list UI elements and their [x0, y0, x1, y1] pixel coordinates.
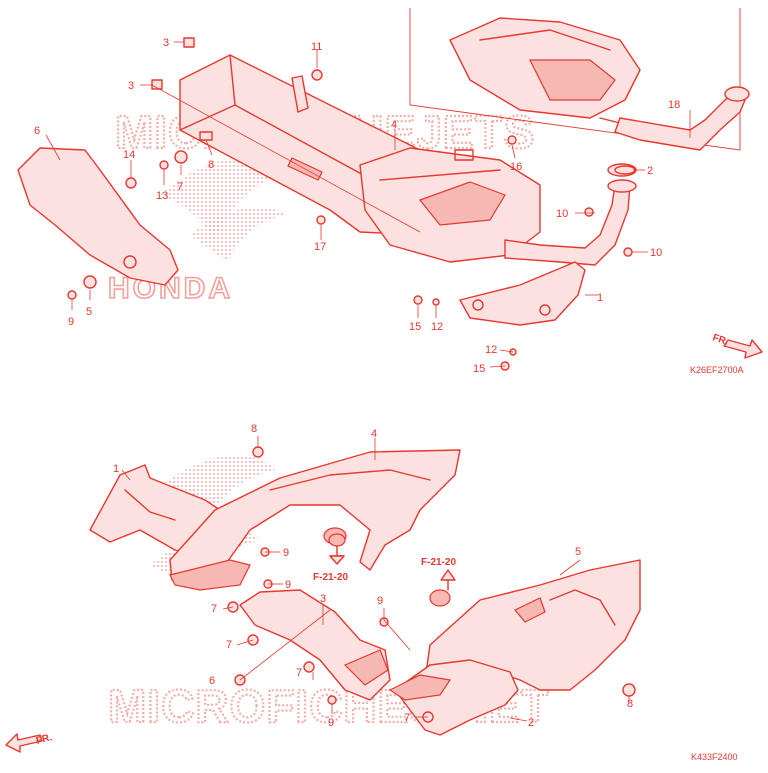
upper-leaders — [45, 41, 691, 368]
diagram-code-upper: K26EF2700A — [690, 365, 744, 375]
callout-3-upper-a: 3 — [163, 37, 169, 49]
callout-7-lower-c: 7 — [296, 667, 302, 679]
fr-arrow-lower: FR. — [5, 732, 54, 753]
section-ref-arrow-left — [329, 545, 345, 565]
callout-9-upper: 9 — [68, 316, 74, 328]
callout-9-lower-b: 9 — [285, 579, 291, 591]
callout-8-lower-a: 8 — [251, 423, 257, 435]
callout-1-upper: 1 — [597, 292, 603, 304]
callout-7-lower-d: 7 — [404, 712, 410, 724]
muffler-cover-6 — [17, 147, 179, 286]
callout-4-lower: 4 — [371, 428, 377, 440]
callout-5-upper: 5 — [86, 306, 92, 318]
callout-16-upper: 16 — [510, 161, 522, 173]
honda-wing-watermark-top — [160, 155, 300, 262]
lower-cowl-3 — [239, 589, 391, 701]
muffler-chamber — [359, 147, 541, 263]
callout-13-upper: 13 — [156, 190, 168, 202]
callout-12-upper-a: 12 — [431, 321, 443, 333]
inset-frame — [409, 8, 741, 151]
callout-17-upper: 17 — [314, 241, 326, 253]
callout-10-upper-b: 10 — [650, 247, 662, 259]
callout-8-lower-b: 8 — [627, 698, 633, 710]
callout-9-lower-c: 9 — [377, 595, 383, 607]
callout-18-upper: 18 — [668, 99, 680, 111]
callout-1-lower: 1 — [113, 463, 119, 475]
upper-fasteners — [67, 37, 636, 371]
callout-9-lower-a: 9 — [283, 547, 289, 559]
lower-fasteners — [227, 446, 636, 723]
under-cowl-inner — [169, 559, 251, 591]
diagram-code-lower: K433F2400 — [691, 752, 738, 762]
lower-callout-numbers: 1 2 3 4 5 6 7 7 7 7 8 8 9 9 9 9 — [113, 423, 633, 729]
callout-4-upper: 4 — [391, 119, 397, 131]
callout-14-upper: 14 — [123, 149, 135, 161]
callout-12-upper-b: 12 — [485, 344, 497, 356]
callout-10-upper-a: 10 — [556, 208, 568, 220]
callout-7-lower-a: 7 — [211, 603, 217, 615]
inset-assembled-muffler — [449, 17, 691, 133]
callout-11-upper: 11 — [311, 41, 322, 53]
side-cowl-5 — [424, 559, 641, 691]
exhaust-pipe-18 — [614, 86, 750, 151]
callout-2-upper: 2 — [647, 165, 653, 177]
fr-label-upper: FR. — [711, 332, 730, 348]
heat-protector-1 — [459, 261, 586, 326]
callout-3-upper-b: 3 — [128, 80, 134, 92]
callout-5-lower: 5 — [575, 546, 581, 558]
callout-15-upper-b: 15 — [473, 363, 485, 375]
upper-callout-numbers: 1 2 3 3 4 5 6 7 8 9 10 10 11 12 12 13 14… — [34, 37, 680, 375]
section-ref-right: F-21-20 — [421, 557, 456, 568]
callout-9-lower-d: 9 — [328, 717, 334, 729]
callout-3-lower: 3 — [320, 593, 326, 605]
callout-6-lower: 6 — [209, 675, 215, 687]
callout-15-upper-a: 15 — [409, 321, 421, 333]
callout-7-upper: 7 — [177, 181, 183, 193]
callout-7-lower-b: 7 — [226, 639, 232, 651]
lower-leaders — [121, 436, 630, 722]
callout-2-lower: 2 — [528, 717, 534, 729]
exhaust-joint-pipe — [504, 163, 637, 266]
section-ref-left: F-21-20 — [313, 572, 348, 583]
section-ref-arrow-right — [440, 569, 456, 591]
fr-arrow-upper: FR. — [711, 332, 763, 359]
fr-label-lower: FR. — [35, 732, 54, 747]
callout-8-upper: 8 — [208, 159, 214, 171]
callout-6-upper: 6 — [34, 125, 40, 137]
